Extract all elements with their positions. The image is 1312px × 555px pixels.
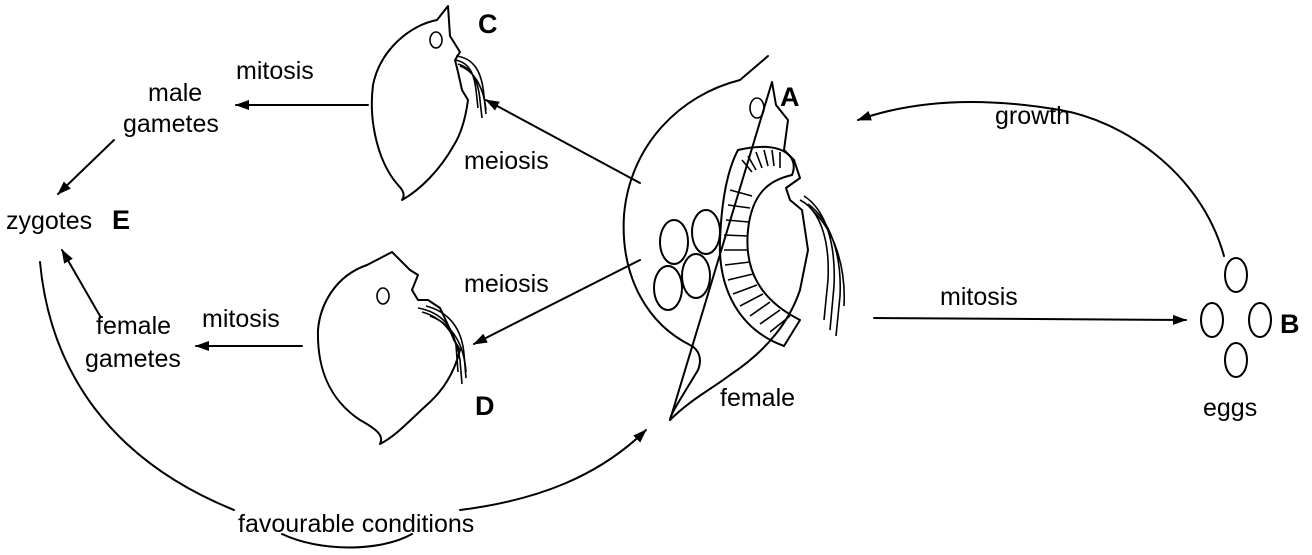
label-letter-c: C bbox=[478, 9, 498, 39]
eggs-b bbox=[1201, 258, 1271, 377]
curve-zygotes-to-favourable bbox=[40, 262, 234, 510]
label-female-gametes-line2: gametes bbox=[85, 345, 181, 373]
label-letter-a: A bbox=[780, 82, 800, 112]
arrow-male-gametes-to-zygotes bbox=[58, 140, 114, 194]
label-mitosis-left: mitosis bbox=[202, 305, 280, 333]
label-zygotes-e: E bbox=[112, 205, 130, 235]
label-meiosis-upper: meiosis bbox=[464, 147, 549, 175]
label-meiosis-lower: meiosis bbox=[464, 270, 549, 298]
label-letter-b: B bbox=[1280, 309, 1300, 339]
label-mitosis-top: mitosis bbox=[236, 57, 314, 85]
label-letter-d: D bbox=[475, 391, 495, 421]
label-female-gametes-line1: female bbox=[96, 312, 171, 340]
organism-d-female bbox=[318, 252, 466, 444]
label-female: female bbox=[720, 384, 795, 412]
label-male-gametes-line1: male bbox=[148, 79, 202, 107]
label-mitosis-right: mitosis bbox=[940, 283, 1018, 311]
label-male-gametes-line2: gametes bbox=[123, 110, 219, 138]
label-eggs: eggs bbox=[1203, 394, 1257, 422]
arrow-a-to-eggs bbox=[874, 318, 1186, 320]
label-zygotes: zygotes bbox=[6, 207, 92, 235]
label-growth: growth bbox=[995, 102, 1070, 130]
arrow-female-gametes-to-zygotes bbox=[62, 250, 100, 316]
label-favourable-conditions: favourable conditions bbox=[238, 510, 474, 538]
organism-a-female bbox=[624, 56, 845, 420]
arrow-favourable-to-a bbox=[460, 430, 646, 510]
